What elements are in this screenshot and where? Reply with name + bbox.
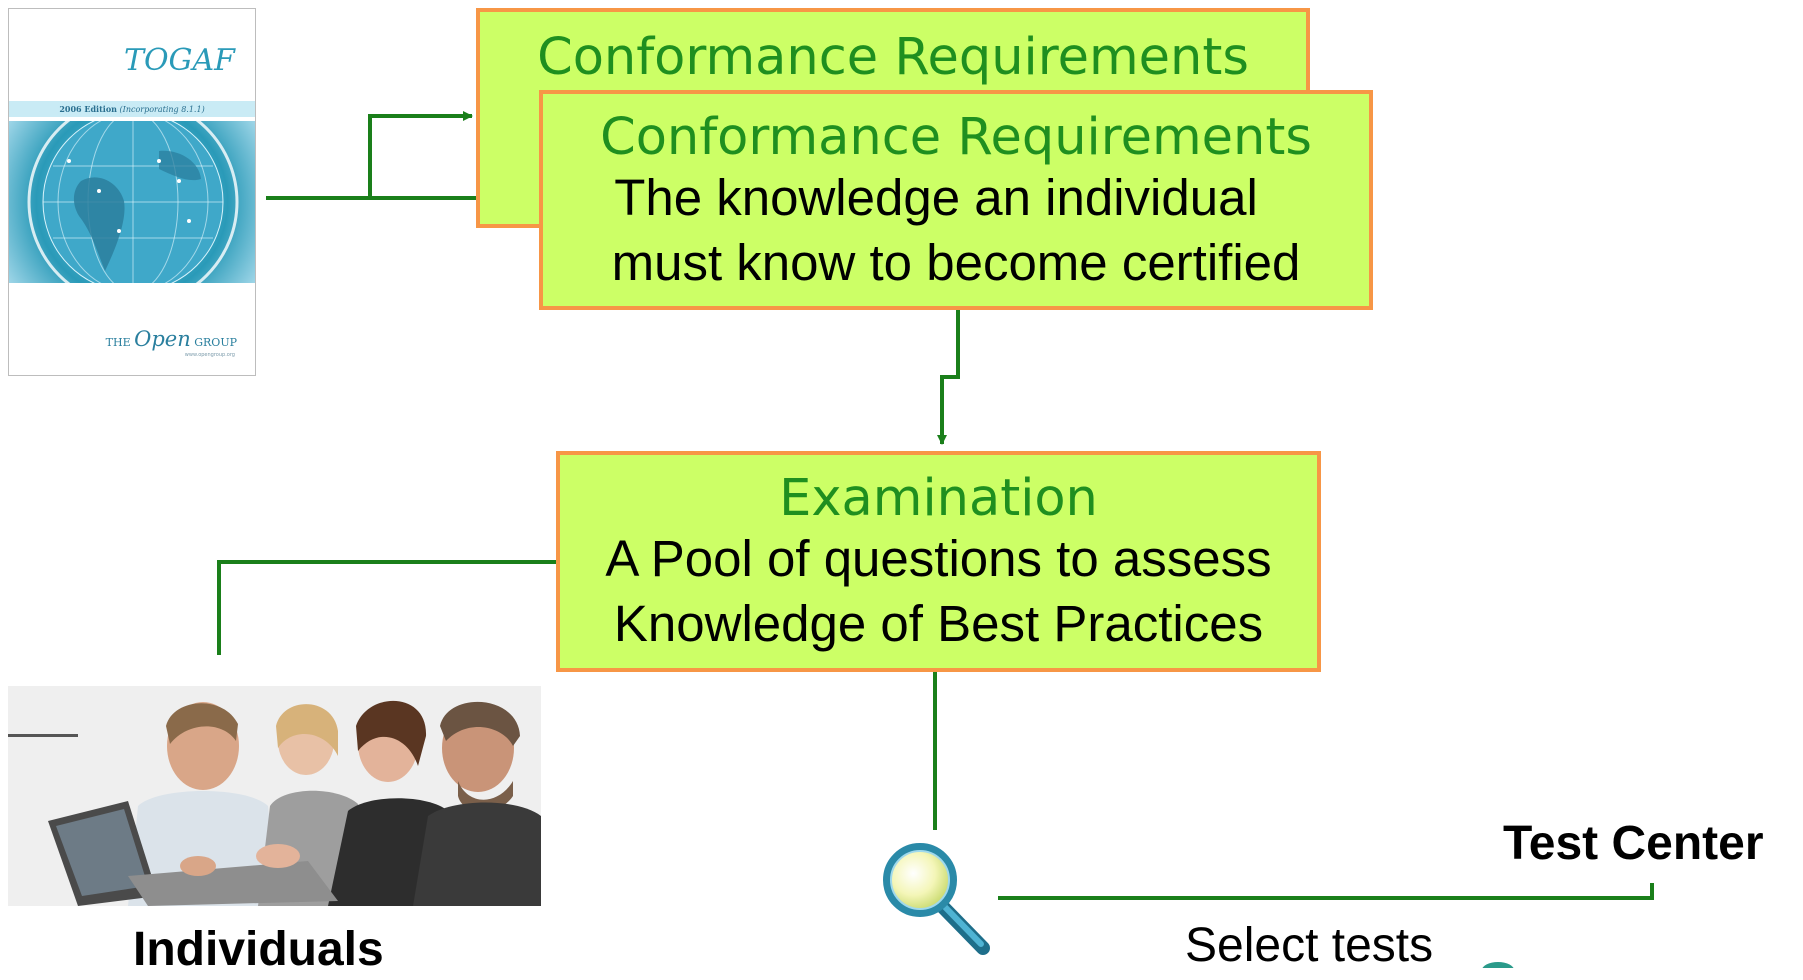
connector-individuals-to-exam [217, 557, 571, 655]
globe-image [9, 121, 255, 283]
book-edition-band: 2006 Edition (Incorporating 8.1.1) [9, 101, 255, 117]
magnifier-icon [883, 843, 990, 955]
select-tests-label: Select tests [1185, 919, 1434, 972]
conformance-requirements-box: Conformance Requirements The knowledge a… [539, 90, 1373, 310]
togaf-book-cover: TOGAF 2006 Edition (Incorporating 8.1.1) [8, 8, 256, 376]
examination-line-1: A Pool of questions to assess [605, 530, 1272, 587]
conformance-line-2: must know to become certified [611, 234, 1301, 291]
book-publisher-logo: THE Open GROUP [106, 327, 237, 351]
examination-title: Examination [779, 469, 1098, 528]
book-edition: 2006 Edition [59, 104, 117, 114]
globe-icon [27, 121, 239, 283]
connector-conformance-to-exam [937, 310, 960, 445]
book-website: www.opengroup.org [184, 352, 235, 358]
conformance-line-1: The knowledge an individual [614, 169, 1258, 226]
individuals-photo [8, 686, 541, 906]
book-title: TOGAF [123, 43, 235, 78]
partial-circle-icon [1482, 962, 1514, 968]
conformance-back-title: Conformance Requirements [537, 28, 1249, 87]
connector-book-to-back [368, 111, 473, 198]
examination-box: Examination A Pool of questions to asses… [556, 451, 1321, 672]
individuals-label: Individuals [133, 923, 384, 976]
publisher-the: THE [105, 336, 131, 349]
conformance-title: Conformance Requirements [600, 108, 1312, 167]
connector-search-to-testcenter [998, 883, 1654, 900]
test-center-label: Test Center [1503, 817, 1764, 870]
people-laptop-image [8, 686, 541, 906]
examination-line-2: Knowledge of Best Practices [613, 595, 1264, 652]
publisher-group: GROUP [194, 336, 237, 349]
book-edition-note: (Incorporating 8.1.1) [119, 105, 205, 114]
publisher-open: Open [134, 327, 191, 351]
